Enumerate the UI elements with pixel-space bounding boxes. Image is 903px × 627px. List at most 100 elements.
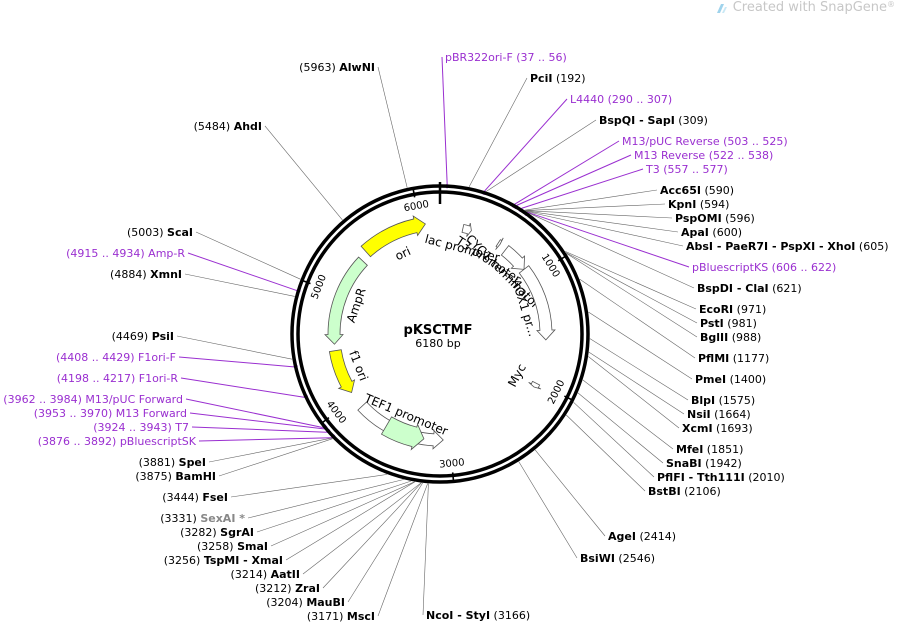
site-label-m13-puc-reverse-503-525: M13/pUC Reverse (503 .. 525) [622, 135, 788, 148]
feature-cyc1-terminator [500, 245, 525, 270]
site-label-aatii: (3214) AatII [231, 568, 300, 581]
site-label-m13-reverse-522-538: M13 Reverse (522 .. 538) [634, 149, 773, 162]
plasmid-name: pKSCTMF [404, 323, 473, 338]
leader-line-scai [195, 231, 301, 280]
site-label-sexai: (3331) SexAI * [160, 512, 245, 525]
feature-myc [528, 380, 542, 390]
tick-5000 [300, 279, 311, 285]
leader-line-sgrai [256, 480, 411, 533]
site-label-blpi: BlpI (1575) [691, 394, 755, 407]
snapgene-logo-icon [716, 3, 727, 13]
feature-aox1-promoter [518, 265, 556, 341]
leader-line-pbluescriptks-606-622 [527, 211, 690, 268]
watermark-registered-mark: ® [887, 0, 895, 9]
leader-line-absi-paer7i-pspxi-xhoi [526, 211, 684, 247]
leader-line-m13-puc-reverse-503-525 [514, 140, 620, 205]
leader-line-bspqi-sapi [486, 119, 597, 192]
site-label-pflfi-tth111i: PflFI - Tth111I (2010) [657, 471, 785, 484]
leader-line-l4440-290-307 [484, 98, 568, 192]
tick-label-3000: 3000 [439, 457, 465, 470]
site-label-bglii: BglII (988) [700, 331, 761, 344]
feature-ori [360, 215, 426, 258]
leader-line-maubi [347, 482, 423, 603]
site-label-4408-4429-f1ori-f: (4408 .. 4429) F1ori-F [56, 351, 176, 364]
site-label-tspmi-xmai: (3256) TspMI - XmaI [164, 554, 283, 567]
leader-line-pflfi-tth111i [573, 402, 655, 478]
leader-line-4408-4429-f1ori-f [178, 356, 294, 368]
site-label-xmni: (4884) XmnI [110, 268, 182, 281]
leader-line-bsiwi [518, 461, 578, 559]
site-label-apai: ApaI (600) [681, 226, 742, 239]
feature-t3-promoter [495, 237, 504, 250]
site-label-4915-4934-amp-r: (4915 .. 4934) Amp-R [66, 247, 185, 260]
leader-line-sexai [247, 479, 404, 519]
leader-line-mfei [582, 379, 674, 450]
tick-4000 [320, 416, 330, 425]
feature-label-myc: Myc [505, 362, 529, 390]
leader-line-snabi [577, 392, 664, 464]
site-label-bspdi-clai: BspDI - ClaI (621) [697, 282, 802, 295]
feature-f1-ori [328, 349, 356, 394]
leader-line-3962-3984-m13-puc-forward [185, 398, 323, 428]
site-label-l4440-290-307: L4440 (290 .. 307) [570, 93, 672, 106]
leader-line-bamhi [218, 438, 333, 477]
site-label-bspqi-sapi: BspQI - SapI (309) [599, 114, 708, 127]
site-label-smai: (3258) SmaI [197, 540, 268, 553]
site-label-psti: PstI (981) [700, 317, 757, 330]
site-label-fsei: (3444) FseI [162, 491, 228, 504]
watermark: Created with SnapGene® [715, 0, 895, 15]
leader-line-psti [565, 252, 698, 324]
leader-line-alwni [377, 66, 408, 188]
site-label-kpni: KpnI (594) [668, 198, 729, 211]
site-label-pbluescriptks-606-622: pBluescriptKS (606 .. 622) [692, 261, 836, 274]
tick-label-5000: 5000 [310, 273, 329, 301]
site-label-scai: (5003) ScaI [127, 226, 193, 239]
feature-label-ori: ori [393, 244, 413, 263]
site-label-agei: AgeI (2414) [608, 530, 676, 543]
leader-line-pspomi [525, 210, 673, 219]
leader-line-aatii [302, 482, 422, 575]
site-label-pcii: PciI (192) [530, 72, 586, 85]
leader-line-apai [525, 210, 679, 233]
leader-line-3953-3970-m13-forward [189, 412, 324, 430]
leader-line-bglii [566, 253, 698, 338]
leader-line-xmni [184, 273, 295, 297]
site-label-pflmi: PflMI (1177) [698, 352, 769, 365]
site-label-snabi: SnaBI (1942) [666, 457, 742, 470]
site-label-zrai: (3212) ZraI [255, 582, 320, 595]
site-label-3953-3970-m13-forward: (3953 .. 3970) M13 Forward [34, 407, 187, 420]
leader-line-bstbi [566, 414, 646, 492]
leader-line-msci [377, 483, 428, 617]
site-label-pmei: PmeI (1400) [695, 373, 766, 386]
leader-line-4915-4934-amp-r [187, 252, 297, 291]
site-label-pspomi: PspOMI (596) [675, 212, 755, 225]
watermark-text: Created with SnapGene [732, 0, 887, 15]
feature-zeocin [380, 416, 425, 451]
site-label-alwni: (5963) AlwNI [299, 61, 375, 74]
leader-line-pcii [468, 77, 528, 187]
site-label-maubi: (3204) MauBI [266, 596, 345, 609]
leader-line-4198-4217-f1ori-r [180, 377, 305, 398]
leader-line-fsei [230, 474, 388, 498]
site-label-bamhi: (3875) BamHI [135, 470, 216, 483]
leader-line-smai [270, 481, 415, 547]
leader-line-spei [208, 437, 333, 463]
leader-line-ahdi [264, 125, 343, 221]
site-label-psii: (4469) PsiI [112, 330, 174, 343]
site-label-spei: (3881) SpeI [139, 456, 206, 469]
leader-line-nsii [588, 351, 685, 415]
site-label-t3-557-577: T3 (557 .. 577) [645, 163, 728, 176]
site-label-mfei: MfeI (1851) [676, 443, 743, 456]
site-label-pbr322ori-f-37-56: pBR322ori-F (37 .. 56) [445, 51, 567, 64]
site-label-msci: (3171) MscI [307, 610, 375, 623]
tick-1000 [557, 254, 568, 262]
leader-line-tspmi-xmai [285, 481, 415, 561]
leader-line-acc65i [524, 189, 658, 211]
tick-6000 [412, 187, 416, 198]
leader-line-agei [534, 449, 606, 537]
site-label-xcmi: XcmI (1693) [682, 422, 753, 435]
plasmid-length: 6180 bp [415, 337, 460, 350]
leader-line-pflmi [579, 278, 696, 359]
tick-3000 [451, 472, 455, 483]
site-label-4198-4217-f1ori-r: (4198 .. 4217) F1ori-R [57, 372, 179, 385]
